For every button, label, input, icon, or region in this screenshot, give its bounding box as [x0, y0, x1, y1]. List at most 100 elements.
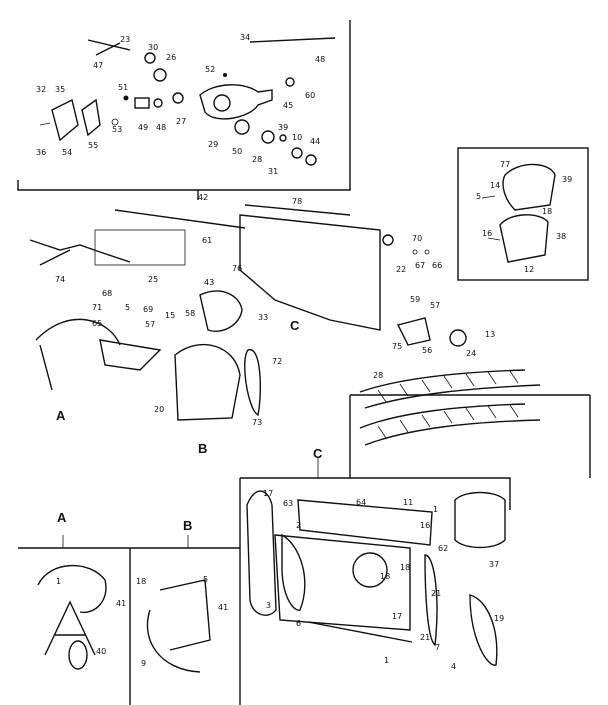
gear-50: [234, 119, 250, 135]
drive-42: [99, 339, 162, 371]
callout-43: 43: [204, 278, 214, 287]
callout-58: 58: [185, 309, 195, 318]
bolt-67: [412, 249, 418, 255]
callout-29: 29: [208, 140, 218, 149]
callout-27: 27: [176, 117, 186, 126]
plate-55: [81, 98, 101, 137]
callout-c-17: 17: [263, 489, 273, 498]
callout-42: 42: [198, 193, 208, 202]
chute-38: [499, 214, 549, 263]
callout-a-1: 1: [56, 577, 61, 586]
callout-5: 5: [125, 303, 130, 312]
side-plate-17: [246, 490, 277, 616]
callout-b-41: 41: [218, 603, 228, 612]
callout-36: 36: [36, 148, 46, 157]
callout-26: 26: [166, 53, 176, 62]
washer-30b: [279, 134, 287, 142]
bracket-59: [396, 317, 431, 346]
callout-48: 48: [315, 55, 325, 64]
side-plate-19: [469, 594, 498, 666]
callout-13: 13: [485, 330, 495, 339]
callout-c-6: 6: [296, 619, 301, 628]
bottom-a-callouts: A 1 41 40: [56, 510, 126, 656]
callout-c-17b: 17: [392, 612, 402, 621]
callout-54: 54: [62, 148, 72, 157]
callout-23: 23: [120, 35, 130, 44]
callout-45: 45: [283, 101, 293, 110]
callout-50: 50: [232, 147, 242, 156]
housing-back: [274, 534, 411, 631]
bolt-16: [487, 237, 501, 241]
bottom-b-callouts: B 18 5 41 9: [136, 518, 228, 668]
callout-20: 20: [154, 405, 164, 414]
callout-59: 59: [410, 295, 420, 304]
plate-54: [51, 98, 79, 142]
callout-56: 56: [422, 346, 432, 355]
callout-a-41: 41: [116, 599, 126, 608]
callout-c-1b: 1: [384, 656, 389, 665]
auger-blade-a: [44, 600, 96, 656]
callout-b-18: 18: [136, 577, 146, 586]
screw-36: [39, 122, 51, 126]
washer-70: [382, 234, 394, 246]
bottom-c-callouts: C 17 63 64 11 1 37 2 16 62 3 18 18 21 6 …: [263, 446, 504, 671]
top-callouts: 23 30 26 34 48 47 52 45 60 32 35 51 49 4…: [36, 33, 325, 176]
blower-37: [454, 491, 506, 549]
inset-callouts: 77 14 5 39 18 16 38 12: [476, 160, 572, 274]
belt-72: [244, 349, 261, 417]
bottom-label-b: B: [183, 518, 192, 533]
callout-69: 69: [143, 305, 153, 314]
side-panel-3: [281, 533, 306, 611]
frame-lines: [17, 20, 591, 705]
bolt-66: [424, 249, 430, 255]
chain-rail-2: [364, 384, 541, 409]
nut-10: [291, 147, 303, 159]
callout-b-5: 5: [203, 575, 208, 584]
callout-28-chain: 28: [373, 371, 383, 380]
callout-48b: 48: [156, 123, 166, 132]
callout-25: 25: [148, 275, 158, 284]
shaft-23: [87, 39, 131, 51]
callout-c-4: 4: [451, 662, 456, 671]
callout-28: 28: [252, 155, 262, 164]
gear-28: [261, 130, 275, 144]
callout-39: 39: [278, 123, 288, 132]
callout-14: 14: [490, 181, 500, 190]
callout-b-9: 9: [141, 659, 146, 668]
bottom-a-parts: [37, 564, 107, 670]
scraper-bar-6: [307, 621, 413, 643]
bearing-30: [144, 52, 156, 64]
callout-c-21a: 21: [431, 589, 441, 598]
callout-57b: 57: [430, 301, 440, 310]
pin-51: [123, 95, 129, 101]
support-plate-b: [159, 579, 211, 651]
bottom-label-c: C: [313, 446, 323, 461]
auger-shroud-a: [37, 564, 107, 614]
label-c: C: [290, 318, 300, 333]
shaft-61: [114, 209, 246, 229]
side-plate-21: [424, 554, 438, 647]
middle-assembly: [29, 204, 467, 421]
callout-c-11: 11: [403, 498, 413, 507]
callout-53: 53: [112, 125, 122, 134]
bottom-label-a: A: [57, 510, 67, 525]
callout-74: 74: [55, 275, 65, 284]
callout-70: 70: [412, 234, 422, 243]
auger-outline: [94, 229, 186, 266]
callout-47: 47: [93, 61, 103, 70]
label-b: B: [198, 441, 207, 456]
callout-72: 72: [272, 357, 282, 366]
auger-half-A: [35, 318, 121, 391]
bolt-5: [481, 195, 496, 199]
chain-links-bottom: [377, 404, 519, 439]
callout-c-16: 16: [420, 521, 430, 530]
rod-48: [249, 37, 336, 43]
washer-48: [153, 98, 163, 108]
housing-frame: [239, 214, 381, 331]
callout-34: 34: [240, 33, 250, 42]
callout-c-7: 7: [435, 643, 440, 652]
callout-c-18a: 18: [380, 572, 390, 581]
curved-arm-9: [146, 609, 201, 673]
callout-22: 22: [396, 265, 406, 274]
